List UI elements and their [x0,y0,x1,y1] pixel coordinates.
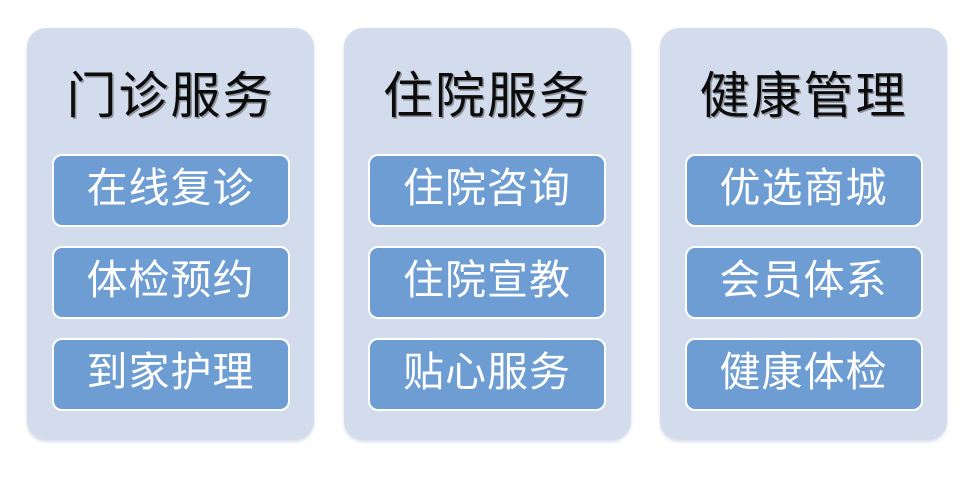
service-item-label: 住院咨询 [403,164,571,212]
service-item-label: 会员体系 [719,256,888,304]
service-item-checkup-booking[interactable]: 体检预约 [51,246,290,319]
service-item-label: 贴心服务 [403,348,571,396]
service-item-label: 在线复诊 [86,164,255,212]
card-title-inpatient: 住院服务 [383,67,591,125]
service-item-inpatient-consult[interactable]: 住院咨询 [368,154,606,227]
service-card-outpatient[interactable]: 门诊服务 在线复诊 体检预约 到家护理 [27,28,314,440]
service-item-list-inpatient: 住院咨询 住院宣教 贴心服务 [368,154,606,411]
service-item-premium-mall[interactable]: 优选商城 [684,154,923,227]
card-title-health-management: 健康管理 [699,67,908,125]
service-item-label: 住院宣教 [403,256,571,304]
service-item-caring-service[interactable]: 贴心服务 [368,338,606,411]
service-item-list-outpatient: 在线复诊 体检预约 到家护理 [51,154,290,411]
service-item-label: 到家护理 [86,348,255,396]
service-card-inpatient[interactable]: 住院服务 住院咨询 住院宣教 贴心服务 [343,28,631,440]
service-category-columns: 门诊服务 在线复诊 体检预约 到家护理 住院服务 住院咨询 [27,28,947,440]
service-card-health-management[interactable]: 健康管理 优选商城 会员体系 健康体检 [660,28,947,440]
service-item-list-health-management: 优选商城 会员体系 健康体检 [684,154,923,411]
service-item-label: 优选商城 [719,164,888,212]
service-item-online-followup[interactable]: 在线复诊 [51,154,290,227]
service-item-label: 健康体检 [719,348,888,396]
service-item-health-checkup[interactable]: 健康体检 [684,338,923,411]
card-title-outpatient: 门诊服务 [66,67,275,125]
service-item-inpatient-education[interactable]: 住院宣教 [368,246,606,319]
service-item-membership-system[interactable]: 会员体系 [684,246,923,319]
service-item-label: 体检预约 [86,256,255,304]
service-item-home-nursing[interactable]: 到家护理 [51,338,290,411]
